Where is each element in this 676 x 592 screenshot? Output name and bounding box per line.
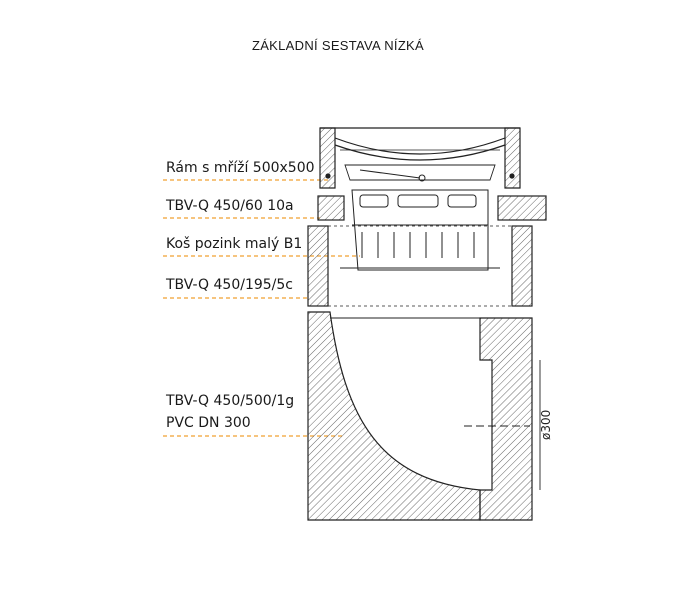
label-basket: Koš pozink malý B1	[166, 236, 303, 252]
label-ring-195: TBV-Q 450/195/5c	[166, 277, 293, 293]
ring-195	[307, 225, 533, 307]
basket-handle	[359, 169, 426, 182]
diagram-title: ZÁKLADNÍ SESTAVA NÍZKÁ	[251, 38, 425, 53]
frame-grate	[319, 127, 521, 189]
pipe-diameter-label: ø300	[539, 410, 553, 440]
pipe-dimension	[464, 360, 541, 490]
label-pvc: PVC DN 300	[166, 415, 251, 431]
basket	[340, 189, 500, 271]
ring-60	[317, 195, 547, 221]
label-frame-grate: Rám s mříží 500x500	[166, 160, 315, 176]
label-base: TBV-Q 450/500/1g	[166, 393, 295, 409]
label-ring-60: TBV-Q 450/60 10a	[166, 198, 294, 214]
base-section	[307, 311, 533, 521]
